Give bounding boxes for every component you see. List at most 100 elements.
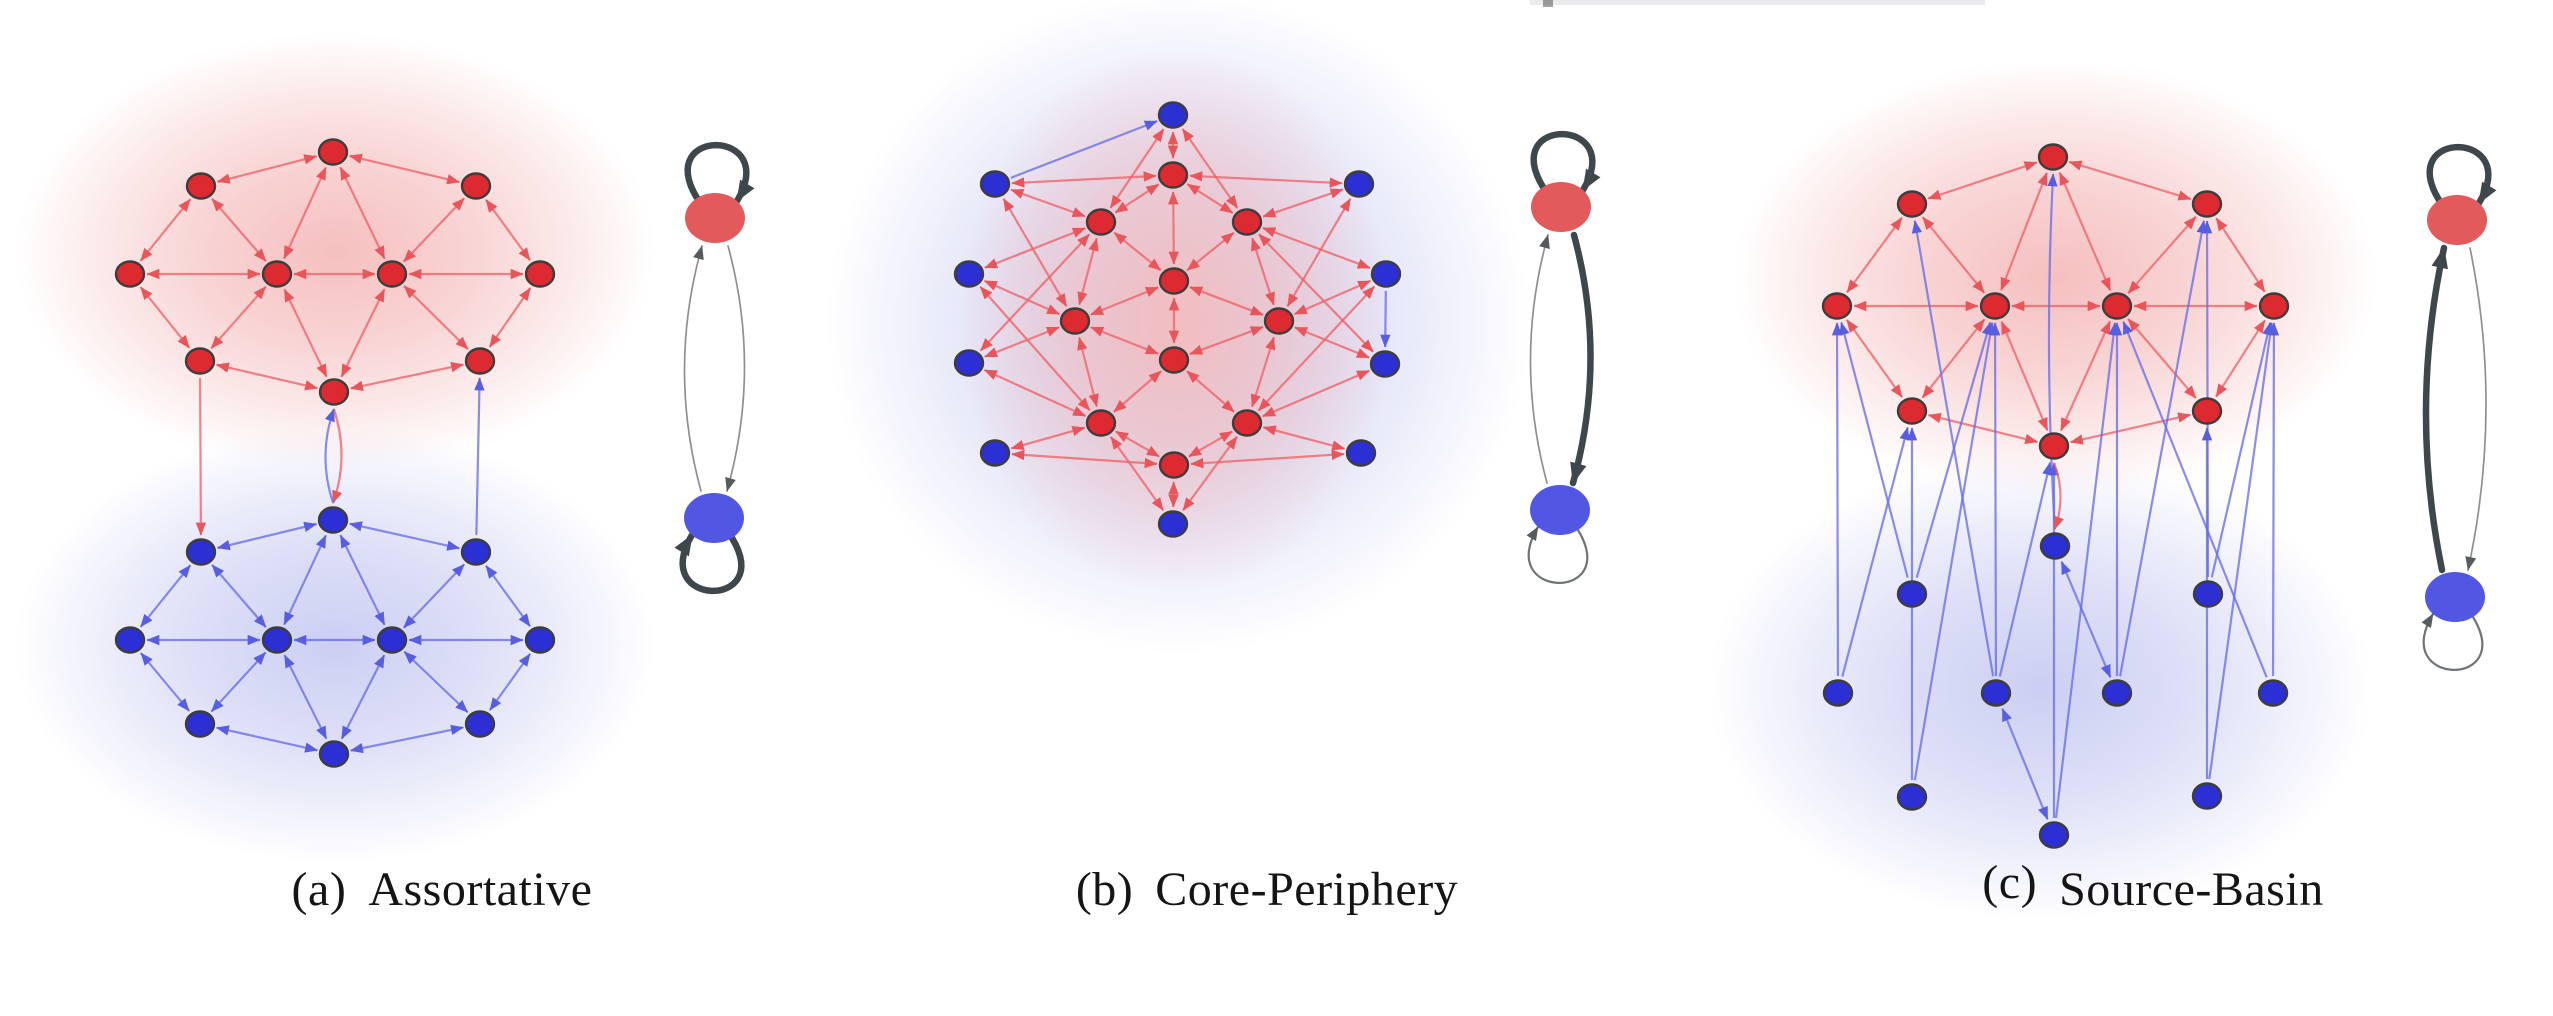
red-graph-node (184, 347, 216, 375)
graph-edge (1113, 370, 1162, 413)
caption-assortative: (a)Assortative (292, 862, 593, 917)
graph-edge (340, 654, 386, 740)
graph-edge (349, 362, 465, 391)
red-graph-node (1896, 397, 1928, 425)
blue-graph-node (2101, 679, 2133, 707)
graph-edge (2058, 172, 2112, 291)
graph-edge (1186, 370, 1235, 413)
graph-edge (339, 534, 386, 626)
red-graph-node (318, 378, 350, 406)
blue-graph-node (2191, 782, 2223, 810)
red-graph-node (1263, 307, 1295, 335)
graph-edge (339, 166, 386, 260)
blue-graph-node (1822, 679, 1854, 707)
graph-edge (1262, 369, 1370, 418)
graph-edge (1189, 325, 1264, 356)
graph-edge (283, 654, 328, 740)
graph-edge (1921, 216, 1986, 294)
blue-graph-node (953, 349, 985, 377)
graph-edge (2000, 172, 2048, 291)
red-graph-node (1085, 409, 1117, 437)
red-graph-node (114, 260, 146, 288)
graph-edge (2047, 173, 2058, 530)
graph-edge (283, 534, 327, 626)
blue-graph-node (318, 740, 350, 768)
graph-edge (216, 521, 318, 551)
graph-edge (340, 288, 386, 378)
self-loop-top (684, 141, 755, 205)
caption-c-label: Source-Basin (2059, 863, 2324, 916)
graph-edge (216, 154, 318, 184)
graph-edge (2210, 321, 2273, 578)
panel-b (826, 0, 1601, 654)
red-graph-node (261, 260, 293, 288)
cropped-text-artifact (1530, 0, 1985, 5)
red-graph-node (2191, 190, 2223, 218)
caption-a-index: (a) (291, 863, 347, 916)
blue-graph-node (317, 506, 349, 534)
graph-edge (211, 564, 267, 628)
red-graph-node (1158, 451, 1190, 479)
graph-edge (283, 288, 328, 378)
summary-red-community-node (2427, 195, 2487, 245)
graph-edge (1168, 191, 1179, 265)
blue-graph-node (1343, 170, 1375, 198)
red-graph-node (376, 260, 408, 288)
graph-edge (2068, 160, 2192, 201)
red-graph-node (185, 172, 217, 200)
graph-edge (1839, 321, 1909, 578)
red-graph-node (1821, 292, 1853, 320)
graph-edge (332, 408, 343, 504)
red-graph-node (1158, 346, 1190, 374)
summary-blue-community-node (684, 493, 744, 543)
graph-edge (2127, 216, 2197, 294)
blue-graph-node (953, 260, 985, 288)
graph-edge (1913, 322, 1996, 781)
caption-core-periphery: (b)Core-Periphery (1076, 862, 1458, 917)
red-graph-node (464, 347, 496, 375)
graph-edge (1090, 326, 1159, 355)
blue-graph-node (376, 626, 408, 654)
graph-edge (2069, 412, 2192, 445)
blue-graph-node (2257, 679, 2289, 707)
graph-edge (2127, 318, 2197, 399)
graph-edge (402, 197, 466, 263)
blue-graph-node (1896, 580, 1928, 608)
summary-red-community-node (685, 193, 745, 243)
blue-graph-node (114, 626, 146, 654)
graph-edge (2215, 217, 2266, 293)
graph-edge (1845, 319, 1904, 398)
graph-edge (1911, 220, 1995, 677)
graph-edge (1998, 461, 2053, 677)
blue-graph-node (261, 626, 293, 654)
blue-graph-node (184, 710, 216, 738)
red-graph-node (1979, 292, 2011, 320)
blue-graph-node (1896, 783, 1928, 811)
graph-edge (1258, 233, 1374, 353)
red-graph-node (317, 138, 349, 166)
graph-edge (1921, 318, 1986, 399)
blue-graph-node (1157, 101, 1189, 129)
panel-c (1708, 60, 2497, 920)
red-graph-node (1896, 190, 1928, 218)
red-graph-node (2037, 143, 2069, 171)
panel-b-summary (1526, 130, 1601, 584)
red-graph-node (1085, 208, 1117, 236)
red-to-blue-edge (725, 245, 746, 492)
graph-edge (1846, 217, 1903, 293)
graph-edge (485, 199, 531, 261)
graph-edge (1841, 426, 1910, 677)
graph-edge (1010, 120, 1158, 179)
graph-edge (1010, 425, 1086, 451)
graph-edge (2060, 561, 2112, 678)
graph-edge (1182, 436, 1238, 511)
graph-edge (983, 369, 1087, 417)
graph-edge (488, 287, 532, 348)
graph-edge (2059, 320, 2112, 432)
blue-graph-node (185, 538, 217, 566)
blue-community-glow (15, 427, 655, 863)
graph-edge (1189, 286, 1264, 316)
graph-edge (2053, 462, 2064, 530)
